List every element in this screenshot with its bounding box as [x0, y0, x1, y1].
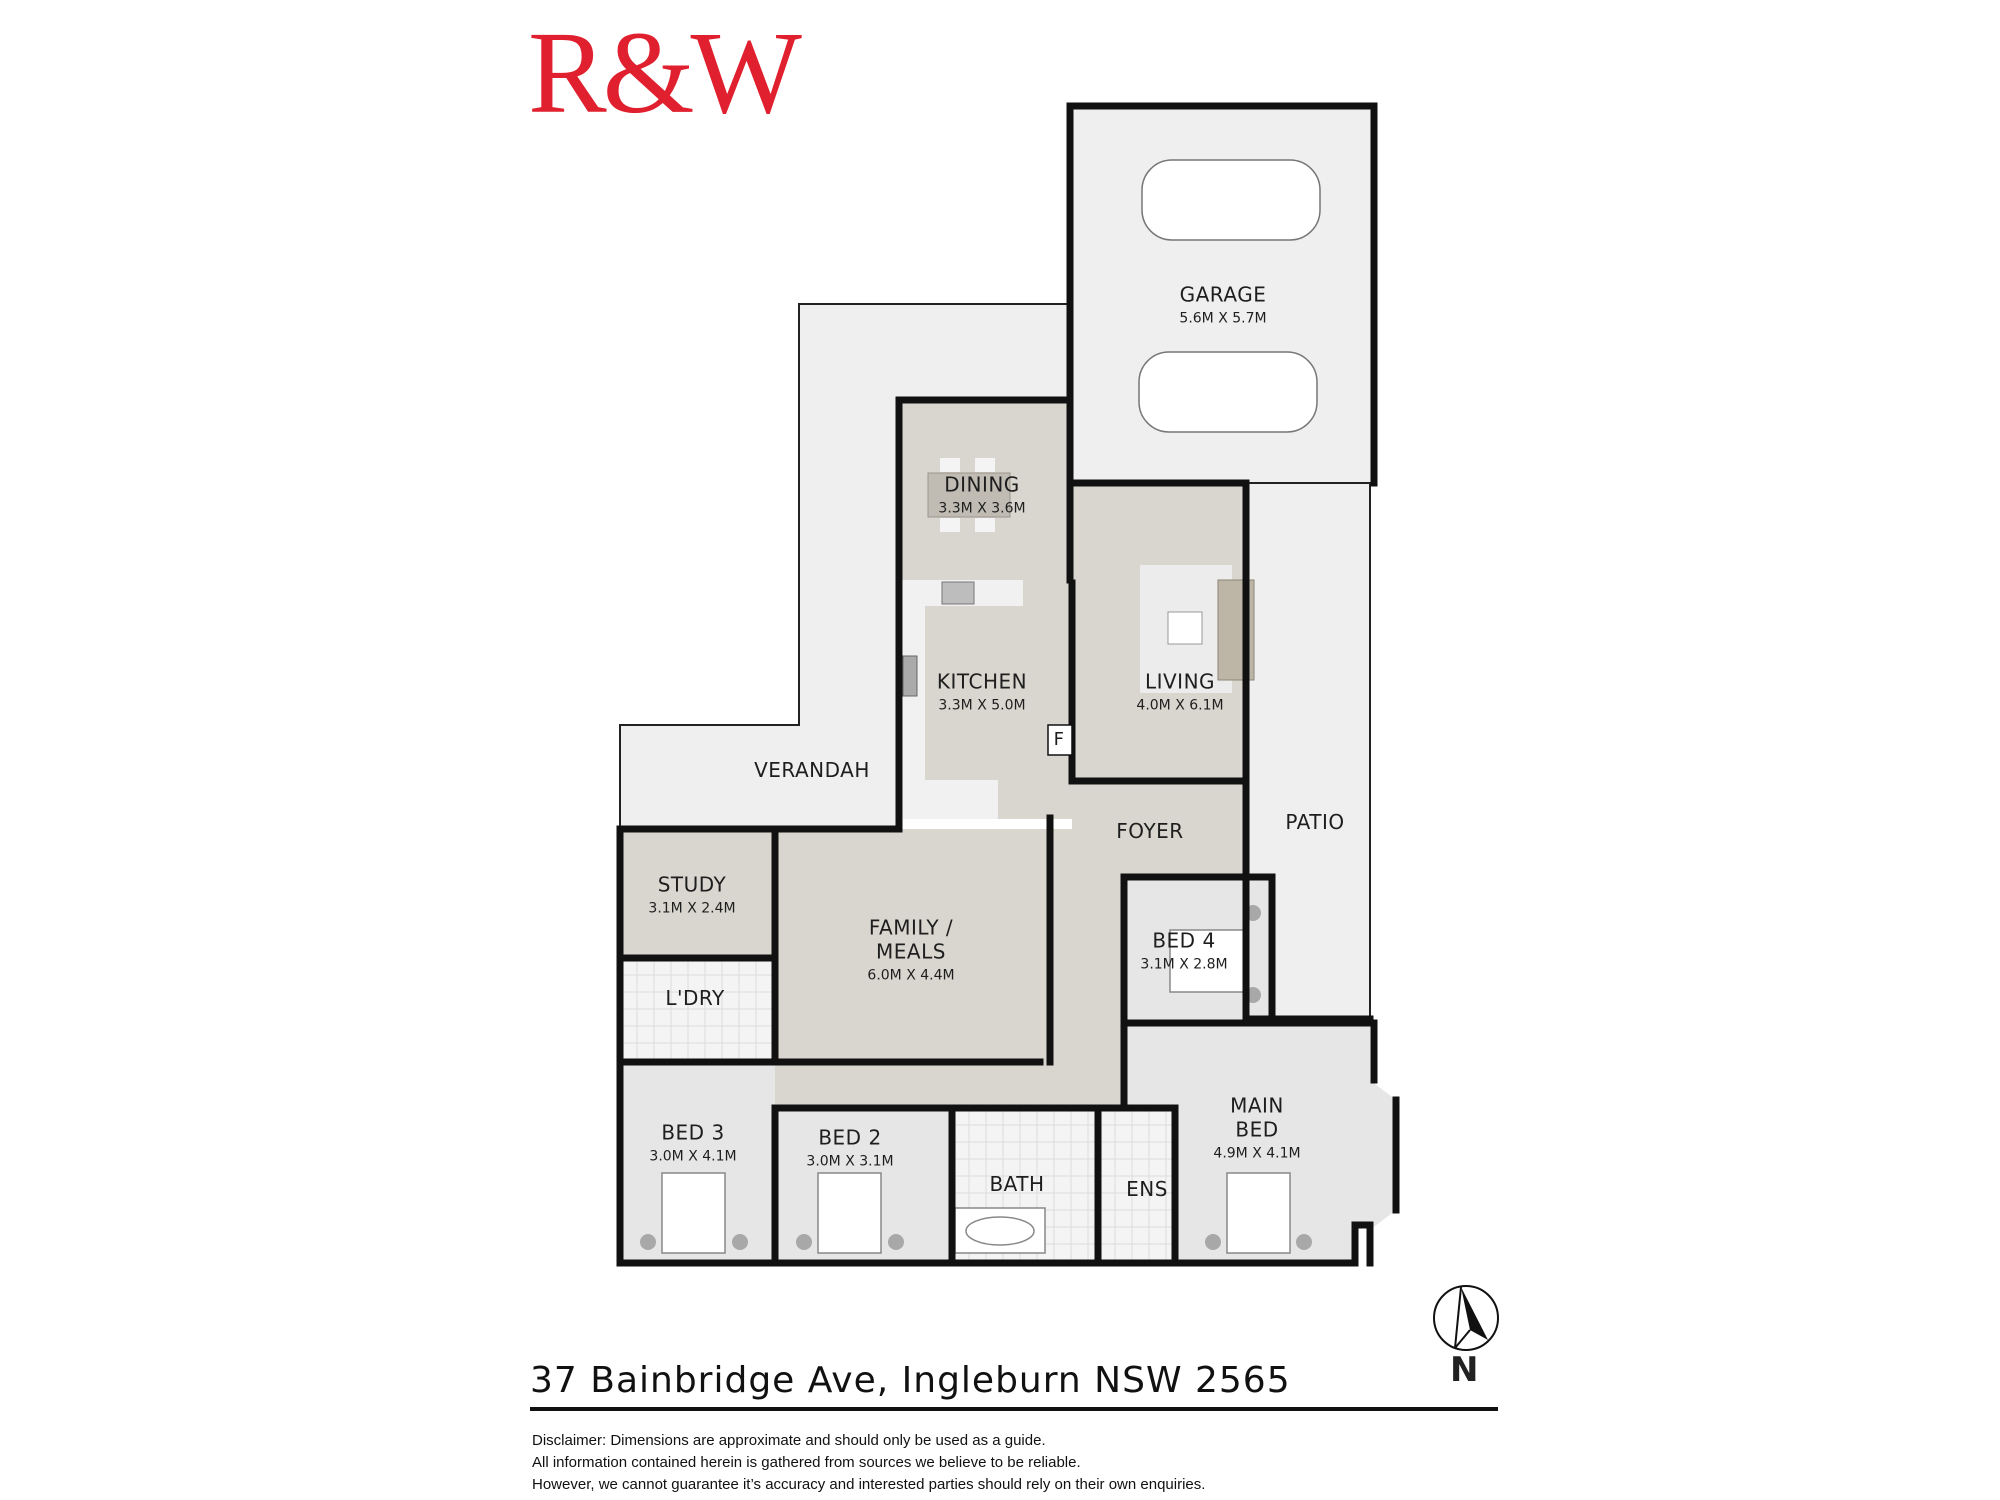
disclaimer: Disclaimer: Dimensions are approximate a… — [532, 1430, 1205, 1496]
kitchen-island-gap — [903, 780, 998, 819]
cooktop — [941, 581, 975, 605]
laundry-area — [620, 958, 775, 1062]
car-top — [1138, 159, 1321, 433]
main-bed-area — [1124, 1023, 1396, 1263]
walls — [616, 102, 1400, 1267]
kitchen-area — [903, 580, 1072, 819]
fridge-box — [1047, 724, 1073, 756]
disclaimer-line: Disclaimer: Dimensions are approximate a… — [532, 1432, 1046, 1449]
room-label-patio: PATIO — [1285, 810, 1345, 834]
room-label-bath: BATH — [989, 1172, 1045, 1196]
brand-logo: R&W — [528, 7, 802, 138]
room-label-ens: ENS — [1126, 1177, 1168, 1201]
dining-table — [927, 472, 1011, 518]
hallway-bottom — [775, 1062, 1124, 1108]
north-arrow-icon — [1433, 1285, 1499, 1351]
coffee-table — [1167, 611, 1203, 645]
property-address: 37 Bainbridge Ave, Ingleburn NSW 2565 — [530, 1360, 1291, 1401]
room-label-laundry: L'DRY — [665, 986, 725, 1010]
north-label: N — [1450, 1350, 1479, 1390]
kitchen-sink — [902, 655, 918, 697]
room-label-foyer: FOYER — [1116, 819, 1184, 843]
address-underline — [530, 1407, 1498, 1411]
study-area — [620, 829, 775, 958]
room-label-verandah: VERANDAH — [754, 758, 870, 782]
ens-area — [1098, 1108, 1175, 1263]
family-area — [775, 829, 1124, 1062]
disclaimer-line: However, we cannot guarantee it’s accura… — [532, 1476, 1206, 1493]
fridge-label: F — [1053, 729, 1065, 751]
disclaimer-line: All information contained herein is gath… — [532, 1454, 1081, 1471]
beds — [661, 929, 1291, 1254]
